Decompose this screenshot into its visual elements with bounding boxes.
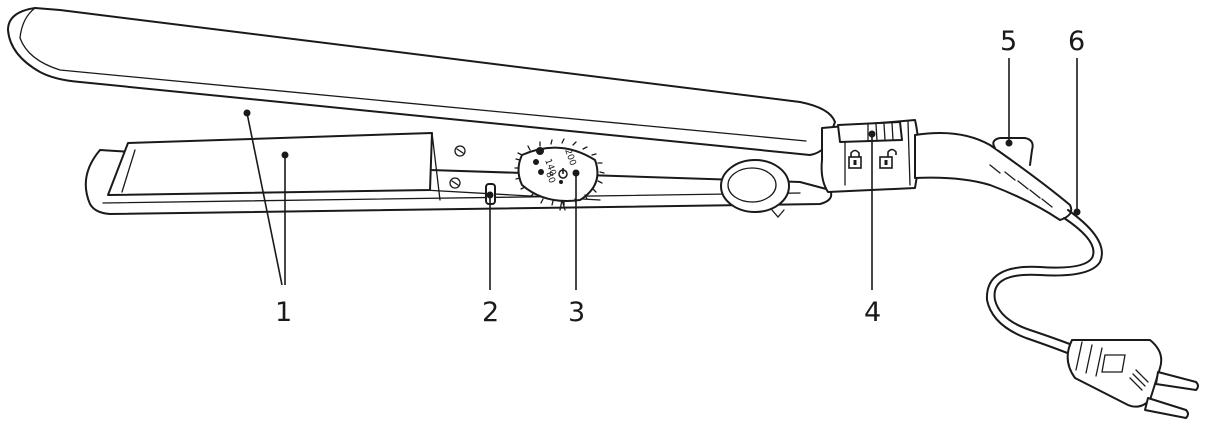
power-icon <box>558 168 568 179</box>
upper-arm <box>7 7 836 156</box>
lower-heating-plate <box>107 132 433 196</box>
lock-open-icon <box>879 148 897 169</box>
dial-mark-80: 80 <box>543 171 556 185</box>
callout-5: 5 <box>1000 26 1017 57</box>
lock-collar <box>820 119 920 193</box>
callout-6: 6 <box>1068 26 1085 57</box>
hinge-ring <box>720 159 790 218</box>
temperature-dial: 140 200 80 <box>514 138 605 211</box>
lower-arm: 140 200 80 <box>84 132 833 218</box>
callout-2: 2 <box>482 297 499 328</box>
leader-lines <box>243 58 1081 290</box>
lock-closed-icon <box>848 149 862 169</box>
callout-3: 3 <box>568 297 585 328</box>
hanging-loop <box>992 137 1034 166</box>
power-cord <box>985 209 1103 357</box>
plate-symbol-icon <box>449 145 466 189</box>
callout-4: 4 <box>864 297 881 328</box>
callout-1: 1 <box>275 297 292 328</box>
power-plug <box>1066 339 1199 419</box>
